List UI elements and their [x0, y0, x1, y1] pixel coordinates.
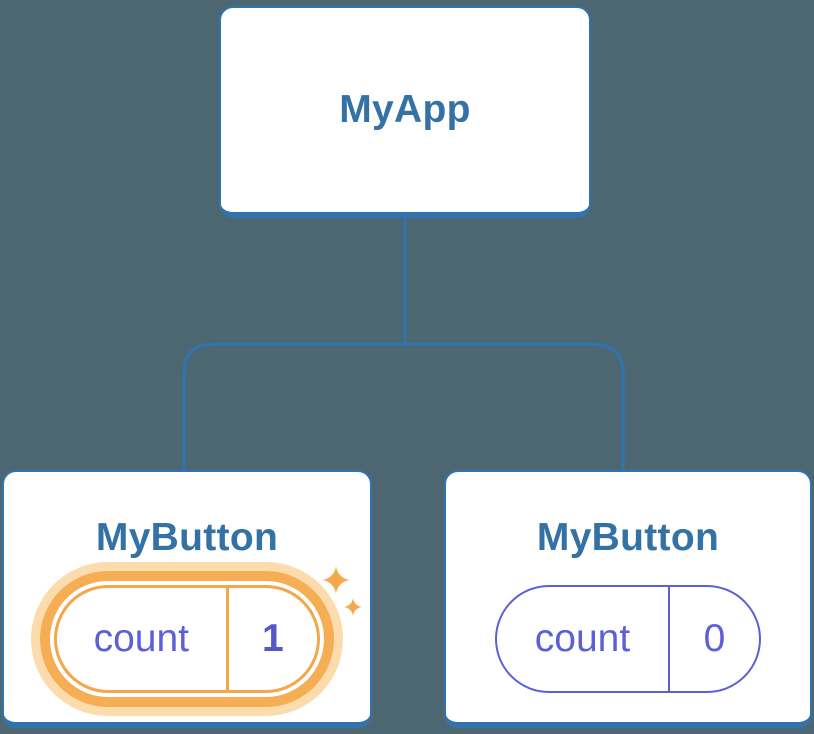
node-title-child-right: MyButton: [536, 516, 720, 559]
sparkle-icon: [322, 566, 350, 594]
state-key-label: count: [497, 587, 670, 691]
state-key-label: count: [57, 588, 229, 690]
tree-node-root: MyApp: [219, 6, 591, 218]
node-title-child-left: MyButton: [95, 516, 279, 559]
tree-node-child-normal: MyButton count 0: [444, 470, 812, 728]
state-value: 0: [703, 617, 726, 660]
state-pill-normal: count 0: [495, 585, 761, 693]
node-title-root: MyApp: [339, 88, 471, 131]
tree-node-child-highlighted: MyButton count 1: [2, 470, 372, 728]
connector-branch-bracket: [182, 342, 625, 470]
state-value: 1: [261, 617, 284, 660]
state-pill-highlighted: count 1: [54, 585, 320, 693]
sparkle-icon-small: [344, 598, 362, 616]
